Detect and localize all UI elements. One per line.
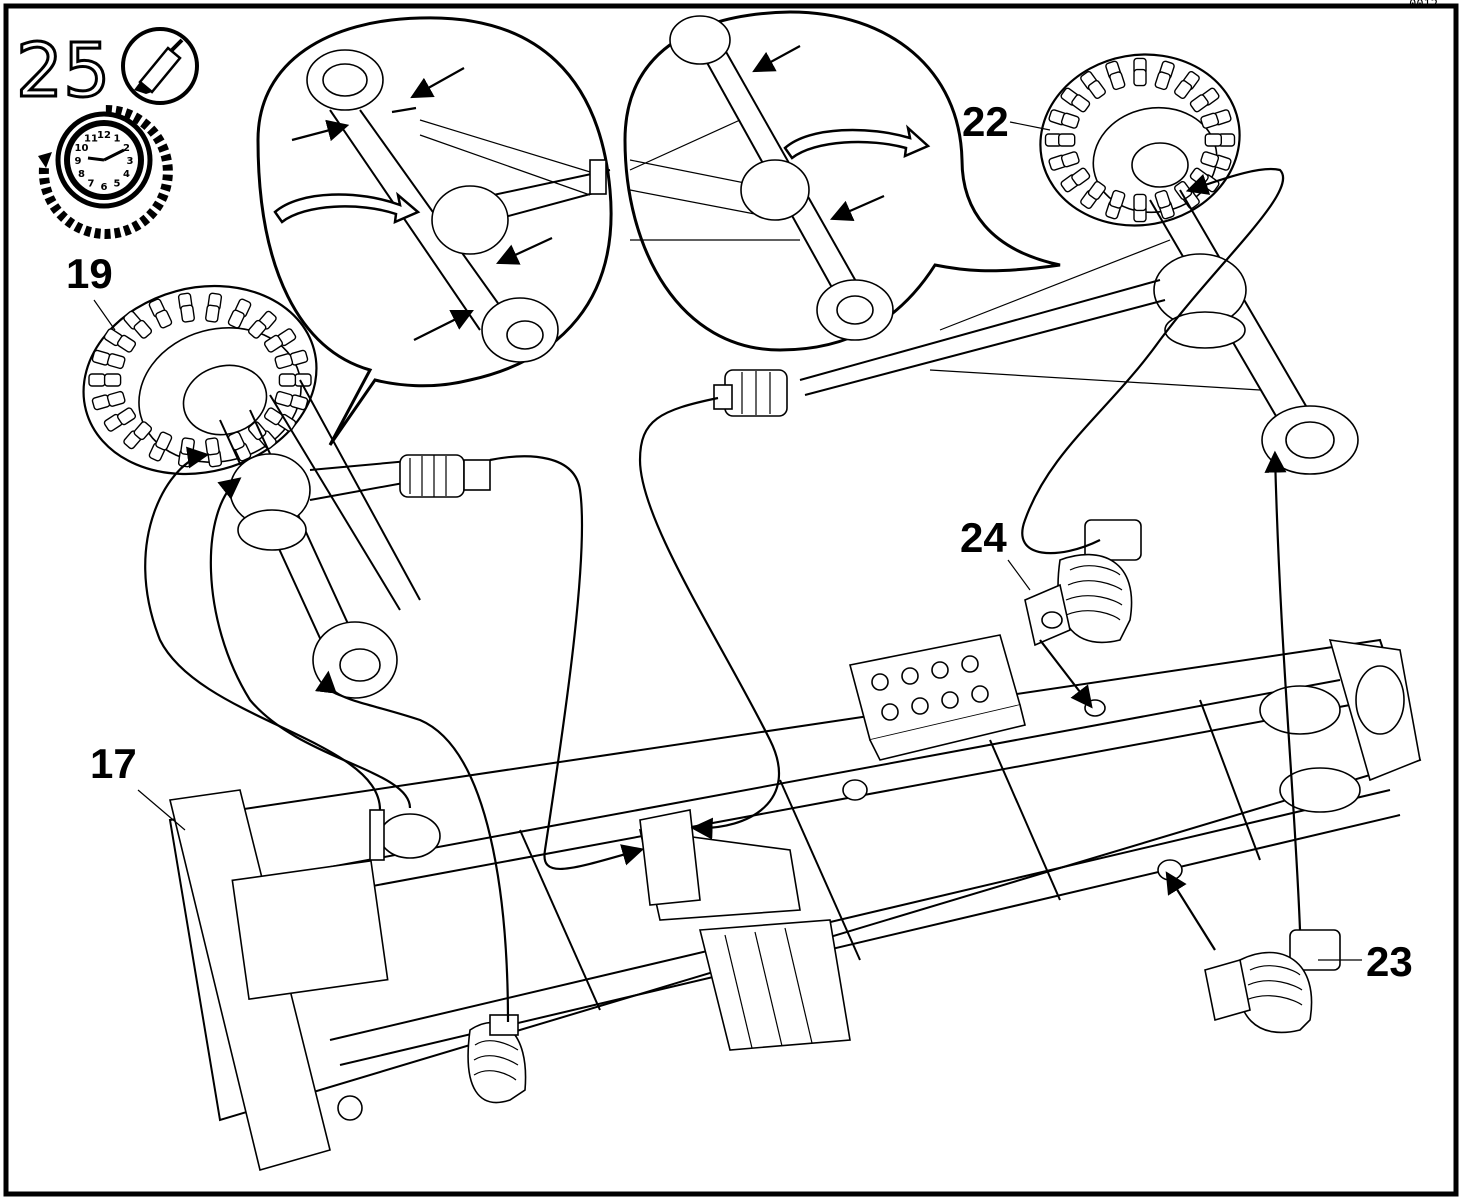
callout-17: 17	[90, 740, 186, 831]
tread-block	[1189, 94, 1209, 113]
callout-label-24: 24	[960, 514, 1007, 561]
callout-19: 19	[66, 250, 116, 331]
tread-block	[133, 421, 153, 441]
clock-numeral: 9	[75, 156, 82, 167]
clock-numeral: 7	[88, 179, 95, 190]
tread-block	[116, 334, 137, 353]
tread-block	[103, 373, 122, 387]
clock-numeral: 11	[84, 134, 98, 145]
tread-block	[1087, 180, 1106, 201]
tread-block	[1204, 133, 1223, 147]
glue-tube-icon	[121, 27, 199, 105]
tread-block	[1087, 79, 1106, 100]
assembly-guide-lines	[144, 167, 1302, 1023]
callout-label-17: 17	[90, 740, 137, 787]
tread-block	[88, 373, 106, 387]
chassis-frame	[168, 634, 1422, 1171]
tread-block	[278, 373, 297, 387]
step-number: 25	[16, 28, 110, 114]
callout-23: 23	[1318, 938, 1413, 985]
clock-numeral: 12	[97, 130, 111, 141]
tread-block	[1133, 68, 1147, 87]
callout-label-19: 19	[66, 250, 113, 297]
tread-block	[116, 407, 137, 426]
clock-numeral: 6	[101, 182, 108, 193]
front-shock-absorber	[467, 1014, 527, 1104]
tread-block	[263, 334, 284, 353]
tread-block	[180, 304, 195, 323]
corner-code: 0012	[1409, 0, 1438, 11]
shock-absorber-24	[1024, 519, 1142, 647]
shock-absorber-23	[1204, 929, 1341, 1034]
tread-block	[274, 353, 294, 370]
clock-numeral: 4	[123, 169, 130, 180]
tread-block	[274, 390, 294, 407]
tread-block	[1133, 193, 1147, 212]
callout-label-23: 23	[1366, 938, 1413, 985]
tread-block	[155, 309, 173, 329]
tread-block	[1109, 189, 1126, 209]
tread-block	[1071, 94, 1091, 113]
tread-block	[263, 407, 284, 426]
tread-block	[1200, 112, 1220, 129]
tread-block	[1174, 79, 1193, 100]
tread-block	[180, 437, 195, 456]
tread-block	[1154, 189, 1171, 209]
tread-block	[1060, 151, 1080, 168]
page-border	[3, 3, 1459, 1197]
callout-label-22: 22	[962, 98, 1009, 145]
clock-numeral: 5	[114, 179, 121, 190]
clock-numeral: 1	[114, 134, 121, 145]
detail-bubble-rear-axle	[623, 10, 1061, 352]
clock-numeral: 3	[127, 156, 134, 167]
tread-block	[133, 319, 153, 339]
front-axle	[219, 379, 491, 699]
detail-bubble-front-axle	[256, 16, 613, 446]
tread-block	[1060, 112, 1080, 129]
tread-block	[205, 304, 220, 323]
tread-block	[1109, 71, 1126, 91]
tread-block	[155, 431, 173, 451]
clock-numeral: 2	[123, 143, 130, 154]
tread-block	[1154, 71, 1171, 91]
tread-block	[227, 309, 245, 329]
tread-block	[106, 390, 126, 407]
tread-block	[1200, 151, 1220, 168]
tread-block	[247, 319, 267, 339]
clock-numeral: 10	[75, 143, 89, 154]
tread-block	[205, 437, 220, 456]
callout-24: 24	[960, 514, 1031, 591]
clock-numeral: 8	[78, 169, 85, 180]
callout-22: 22	[962, 98, 1051, 145]
tread-block	[1057, 133, 1076, 147]
tread-block	[106, 353, 126, 370]
rear-wheel	[1039, 53, 1241, 227]
tread-block	[1071, 167, 1091, 186]
